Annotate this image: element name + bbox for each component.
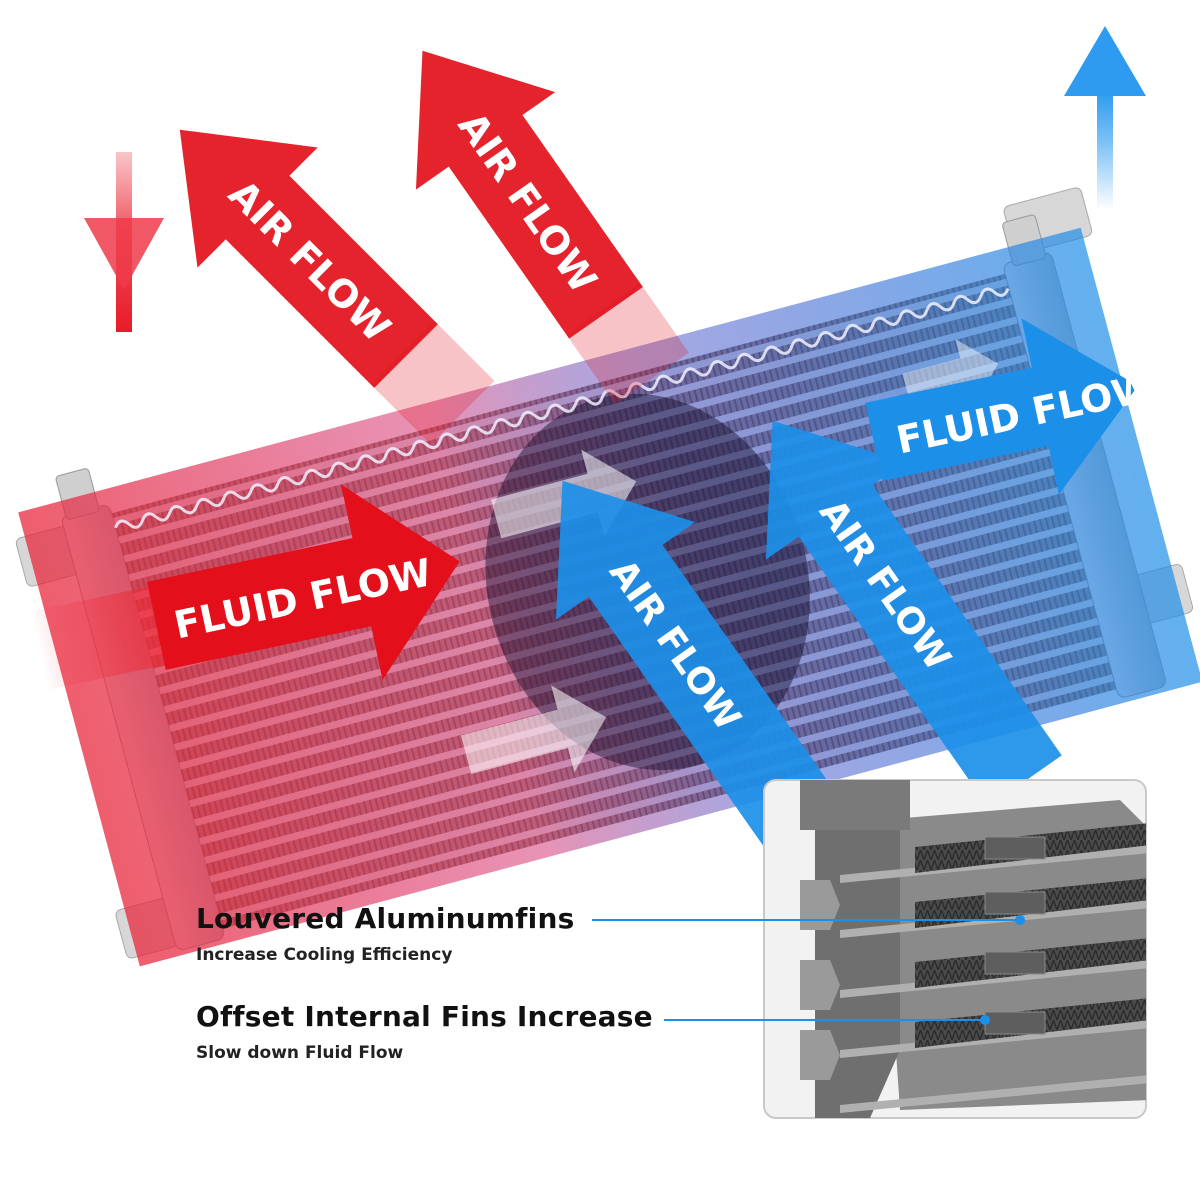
tube-plate [840, 1020, 1146, 1058]
fluid-wave-line [114, 287, 1010, 529]
callout-offset-fins: Offset Internal Fins Increase Slow down … [196, 1000, 653, 1063]
white-flow-arrow [460, 685, 607, 775]
offset-internal-fin [984, 836, 1046, 860]
tube-plate [840, 845, 1146, 883]
fin-stacks [840, 823, 1146, 1113]
tube-plate [840, 1075, 1146, 1113]
callout-louvered-fins: Louvered Aluminumfins Increase Cooling E… [196, 902, 574, 965]
outlet-arrow [1064, 26, 1146, 210]
fluid-flow-arrow-hot: FLUID FLOW [30, 484, 460, 690]
callout-subtitle: Increase Cooling Efficiency [196, 945, 453, 965]
fin-detail-panel [763, 779, 1147, 1119]
tube-plate [840, 960, 1146, 998]
offset-internal-fin [984, 1011, 1046, 1035]
callout-title: Offset Internal Fins Increase [196, 1000, 653, 1033]
air-flow-arrow-hot-right: AIR FLOW [415, 50, 689, 405]
offset-internal-fin [984, 951, 1046, 975]
callout-subtitle: Slow down Fluid Flow [196, 1043, 404, 1063]
offset-internal-fin [984, 891, 1046, 915]
inlet-arrow [84, 152, 164, 332]
callout-title: Louvered Aluminumfins [196, 902, 575, 935]
